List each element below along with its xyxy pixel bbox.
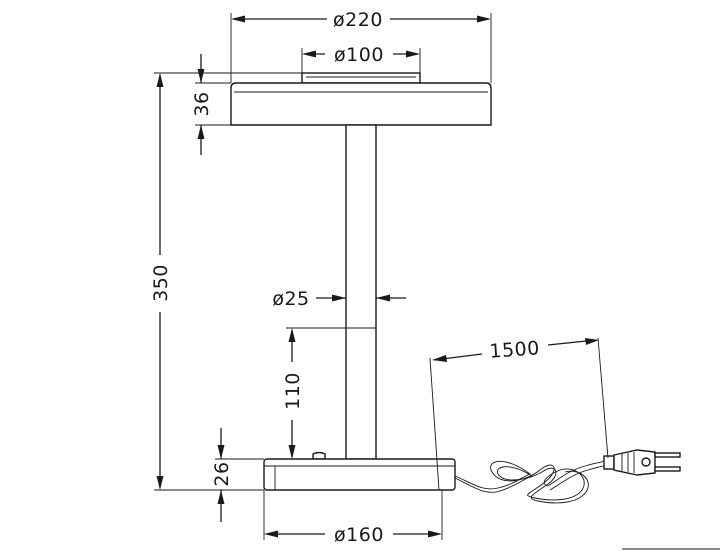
dim-cap-diameter: ø100	[334, 44, 384, 66]
lamp-head	[230, 82, 492, 126]
dim-stem-lower-height: 110	[282, 372, 304, 410]
dim-total-height: 350	[150, 264, 172, 302]
lamp-cap	[301, 72, 421, 84]
power-cable	[454, 460, 608, 504]
dimension-labels: ø220 ø100 36 350 ø25 110 26 ø160 1500	[150, 9, 540, 546]
dim-base-diameter: ø160	[334, 524, 384, 546]
power-plug	[603, 449, 681, 476]
dim-base-height: 26	[211, 461, 233, 486]
dim-cable-length: 1500	[489, 337, 541, 362]
lamp-body	[230, 72, 492, 491]
switch-knob	[312, 451, 326, 460]
lamp-stem	[345, 124, 377, 460]
dim-top-diameter: ø220	[333, 9, 383, 31]
dim-stem-diameter: ø25	[272, 288, 309, 310]
dimension-lines	[154, 13, 720, 550]
dim-head-height: 36	[191, 91, 213, 116]
lamp-base	[263, 458, 456, 491]
